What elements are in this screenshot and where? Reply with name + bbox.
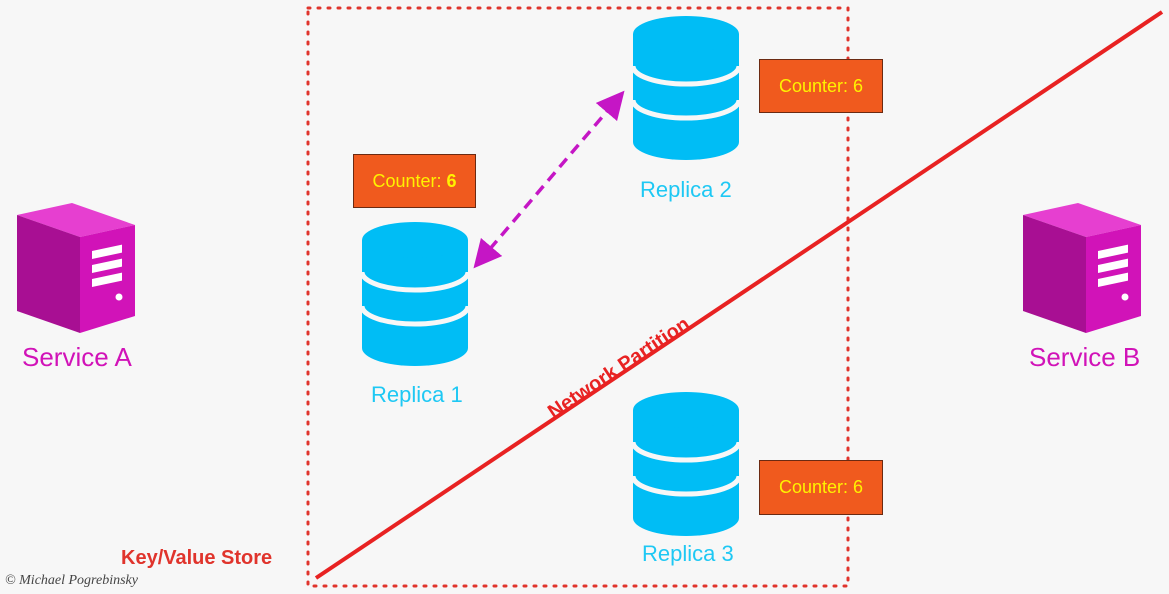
store-label: Key/Value Store <box>121 547 273 569</box>
replica-1-counter: Counter: 6 <box>353 154 476 208</box>
database-icon <box>630 16 742 160</box>
service-a-label: Service A <box>22 342 132 372</box>
database-icon <box>359 222 471 366</box>
counter-value: 6 <box>853 477 864 497</box>
network-partition-line <box>314 10 1164 580</box>
service-b-label: Service B <box>1029 342 1141 372</box>
copyright-text: © Michael Pogrebinsky <box>5 573 138 588</box>
server-tower-icon <box>17 203 135 333</box>
replica-3-counter: Counter: 6 <box>759 460 883 515</box>
replica-1-label: Replica 1 <box>371 382 463 407</box>
counter-prefix: Counter: <box>778 477 849 497</box>
counter-value: 6 <box>853 75 864 96</box>
replica-2-counter: Counter: 6 <box>759 59 883 113</box>
server-tower-icon <box>1023 203 1141 333</box>
database-icon <box>630 392 742 536</box>
sync-arrow <box>473 90 625 269</box>
counter-prefix: Counter: <box>778 75 849 96</box>
replica-2-label: Replica 2 <box>640 177 732 202</box>
counter-value: 6 <box>446 170 457 191</box>
store-boundary <box>306 6 850 588</box>
counter-prefix: Counter: <box>372 170 442 191</box>
replica-3-label: Replica 3 <box>642 541 734 566</box>
